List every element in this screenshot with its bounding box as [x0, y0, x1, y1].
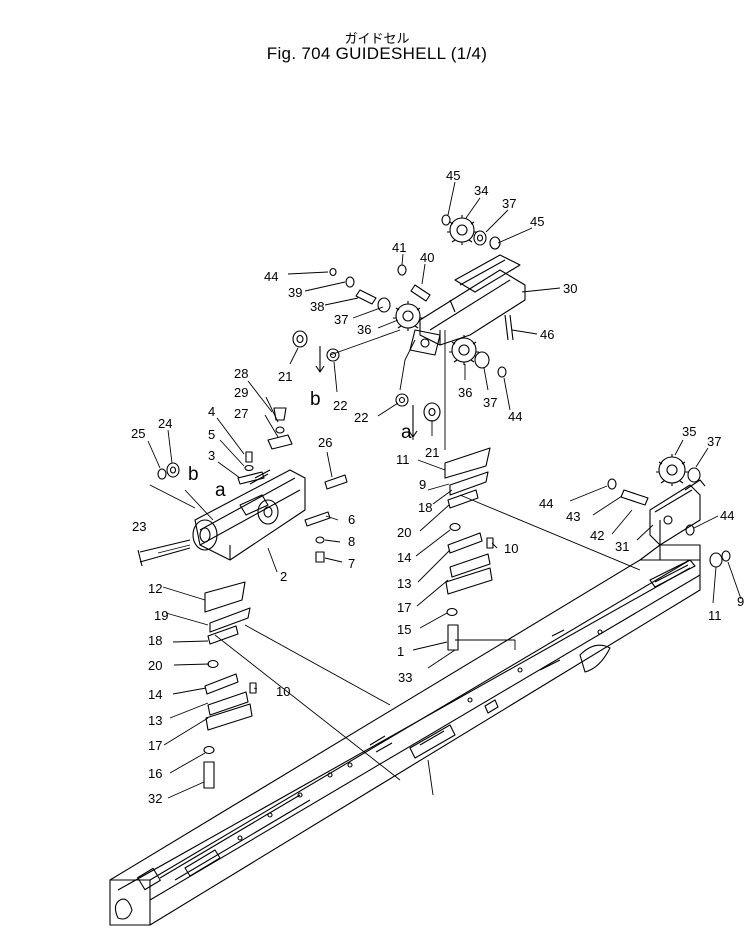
callout-37: 37 — [707, 434, 721, 449]
callout-3: 3 — [208, 448, 215, 463]
callout-17: 1 — [397, 644, 404, 659]
callout-25: 25 — [131, 426, 145, 441]
callout-10: 17 — [397, 600, 411, 615]
callout-36: 36 — [458, 385, 472, 400]
callout-43: 43 — [566, 509, 580, 524]
callout-30: 30 — [563, 281, 577, 296]
callout-17: 32 — [148, 791, 162, 806]
callout-28: 28 — [234, 366, 248, 381]
callout-26: 26 — [318, 435, 332, 450]
callout-2: 2 — [280, 569, 287, 584]
callout-45: 45 — [446, 168, 460, 183]
callout-42: 42 — [590, 528, 604, 543]
callout-6: 6 — [348, 512, 355, 527]
callout-21: 21 — [425, 445, 439, 460]
letter-b-left: b — [188, 464, 199, 485]
callout-44: 44 — [539, 496, 553, 511]
guideshell-beam — [109, 544, 701, 926]
callout-37: 37 — [502, 196, 516, 211]
sprocket-36a — [393, 301, 423, 331]
callout-5: 5 — [208, 427, 215, 442]
letter-a-right: a — [401, 422, 412, 443]
callout-12: 18 — [418, 500, 432, 515]
callout-27: 27 — [234, 406, 248, 421]
callout-32: 11 — [708, 608, 722, 623]
callout-37: 37 — [483, 395, 497, 410]
part-callouts: 45 34 37 45 41 40 44 39 38 30 37 36 46 2… — [131, 168, 744, 806]
callout-44: 44 — [508, 409, 522, 424]
callout-40: 40 — [420, 250, 434, 265]
callout-22: 22 — [333, 398, 347, 413]
callout-11: 11 — [396, 452, 410, 467]
reference-arrows — [315, 346, 418, 438]
callout-20: 10 — [504, 541, 518, 556]
callout-33: 9 — [737, 594, 744, 609]
callout-14: 13 — [397, 576, 411, 591]
sprocket-34 — [447, 215, 477, 245]
callout-24: 24 — [158, 416, 172, 431]
callout-19: 20 — [148, 658, 162, 673]
callout-41: 41 — [392, 240, 406, 255]
figure-title-japanese: ガイドセル — [344, 31, 410, 46]
callout-39: 39 — [288, 285, 302, 300]
figure-title: Fig. 704 GUIDESHELL (1/4) — [266, 44, 488, 63]
sprocket-36b — [449, 335, 479, 365]
callout-29: 29 — [234, 385, 248, 400]
letter-b-right: b — [310, 389, 321, 410]
right-pad-stack — [444, 447, 494, 651]
callout-11: 12 — [148, 581, 162, 596]
callout-46: 46 — [540, 327, 554, 342]
callout-38: 38 — [310, 299, 324, 314]
callout-9: 19 — [154, 608, 168, 623]
left-carriage — [192, 469, 306, 561]
callout-44: 44 — [264, 269, 278, 284]
small-parts — [137, 214, 731, 568]
upper-head — [409, 254, 526, 356]
leader-lines — [147, 181, 742, 799]
callout-36: 36 — [357, 322, 371, 337]
letter-a-left: a — [215, 480, 226, 501]
callout-19: 20 — [397, 525, 411, 540]
callout-13: 16 — [148, 766, 162, 781]
callout-16: 33 — [398, 670, 412, 685]
callout-31: 31 — [615, 539, 629, 554]
callout-37: 37 — [334, 312, 348, 327]
right-bracket — [649, 479, 706, 546]
callout-18: 14 — [397, 550, 411, 565]
callout-23: 23 — [132, 519, 146, 534]
callout-13: 15 — [397, 622, 411, 637]
callout-9: 9 — [419, 477, 426, 492]
callout-20: 10 — [276, 684, 290, 699]
callout-35: 35 — [682, 424, 696, 439]
left-pad-stack — [203, 581, 257, 789]
callout-14: 13 — [148, 713, 162, 728]
callout-12: 18 — [148, 633, 162, 648]
callout-45: 45 — [530, 214, 544, 229]
callout-21: 21 — [278, 369, 292, 384]
sprocket-35 — [656, 454, 688, 486]
callout-44: 44 — [720, 508, 734, 523]
callout-4: 4 — [208, 404, 215, 419]
callout-34: 34 — [474, 183, 488, 198]
callout-22: 22 — [354, 410, 368, 425]
callout-8: 8 — [348, 534, 355, 549]
callout-7: 7 — [348, 556, 355, 571]
callout-18: 14 — [148, 687, 162, 702]
callout-10: 17 — [148, 738, 162, 753]
reference-letters: b a b a — [188, 389, 412, 501]
